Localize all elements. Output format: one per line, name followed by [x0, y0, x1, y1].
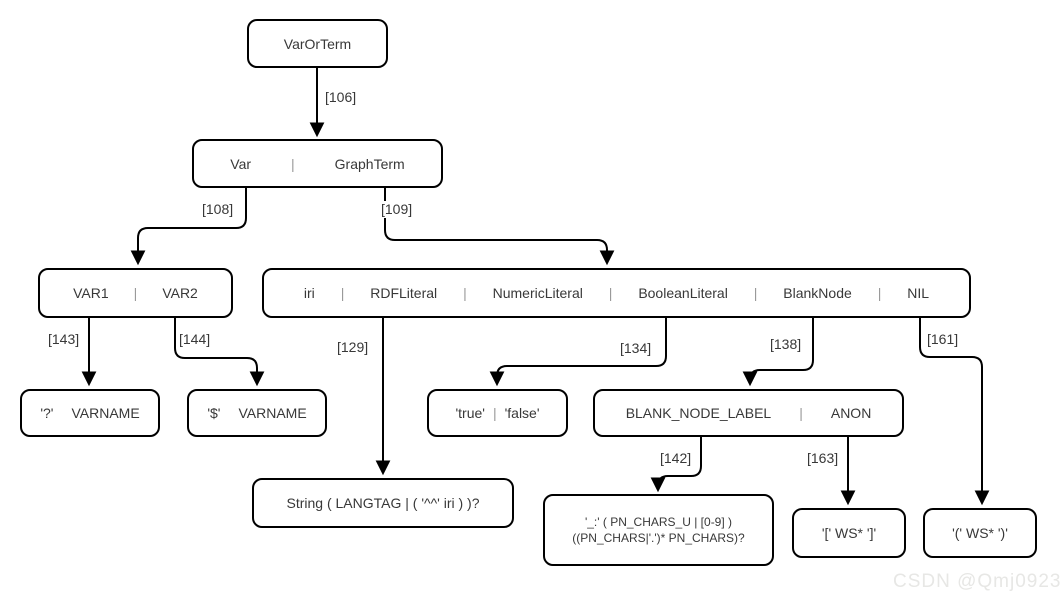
node-label-line2: ((PN_CHARS|'.')* PN_CHARS)?: [572, 531, 745, 545]
node-label: BooleanLiteral: [638, 285, 728, 301]
node-label: 'true': [455, 405, 485, 421]
node-dollar-varname: '$' VARNAME: [187, 389, 327, 437]
edge-144-arrow: [174, 318, 265, 387]
node-label: VarOrTerm: [283, 35, 352, 52]
edge-label-108: [108]: [200, 201, 236, 218]
node-var-or-term: VarOrTerm: [247, 19, 388, 68]
pipe-separator: |: [133, 285, 138, 301]
node-label: RDFLiteral: [370, 285, 438, 301]
node-label: VARNAME: [71, 405, 140, 421]
node-string-langtag: String ( LANGTAG | ( '^^' iri ) )?: [252, 478, 514, 528]
node-label: 'false': [504, 405, 540, 421]
node-label: BlankNode: [783, 285, 852, 301]
pipe-separator: |: [753, 285, 758, 301]
edge-label-161: [161]: [925, 331, 961, 348]
edge-label-106: [106]: [323, 89, 359, 106]
edge-label-134: [134]: [618, 340, 654, 357]
node-label-line1: '_:' ( PN_CHARS_U | [0-9] ): [584, 515, 733, 529]
node-ws-paren: '(' WS* ')': [923, 508, 1037, 558]
edge-108-arrow: [130, 188, 247, 266]
edge-label-109: [109]: [379, 201, 415, 218]
node-var1-var2: VAR1 | VAR2: [38, 268, 233, 318]
node-label: '?': [40, 405, 54, 421]
node-label: GraphTerm: [334, 155, 405, 172]
edge-label-144: [144]: [177, 331, 213, 348]
node-label: '[' WS* ']': [821, 525, 877, 541]
node-question-varname: '?' VARNAME: [20, 389, 160, 437]
node-label: ANON: [830, 405, 872, 421]
edge-label-142: [142]: [658, 450, 694, 467]
node-label: VARNAME: [238, 405, 307, 421]
node-var-graphterm: Var | GraphTerm: [192, 139, 443, 188]
pipe-separator: |: [291, 155, 295, 172]
edge-109-arrow: [384, 188, 615, 266]
node-label: NumericLiteral: [492, 285, 583, 301]
pipe-separator: |: [463, 285, 467, 301]
node-label: BLANK_NODE_LABEL: [625, 405, 772, 421]
node-blank-node-label-anon: BLANK_NODE_LABEL | ANON: [593, 389, 904, 437]
node-graphterm-alternatives: iri | RDFLiteral | NumericLiteral | Bool…: [262, 268, 971, 318]
pipe-separator: |: [799, 405, 803, 421]
pipe-separator: |: [492, 405, 497, 421]
csdn-watermark: CSDN @Qmj0923: [893, 571, 1062, 592]
edge-label-129: [129]: [335, 339, 371, 356]
node-label: VAR2: [162, 285, 198, 301]
node-label: '$': [207, 405, 221, 421]
node-ws-bracket: '[' WS* ']': [792, 508, 906, 558]
edge-label-143: [143]: [46, 331, 82, 348]
node-label: VAR1: [73, 285, 109, 301]
node-true-false: 'true' | 'false': [427, 389, 568, 437]
node-label: NIL: [907, 285, 930, 301]
node-label: String ( LANGTAG | ( '^^' iri ) )?: [286, 495, 480, 511]
pipe-separator: |: [877, 285, 882, 301]
node-blank-node-label-definition: '_:' ( PN_CHARS_U | [0-9] ) ((PN_CHARS|'…: [543, 494, 774, 566]
node-label: iri: [303, 285, 315, 301]
edge-label-138: [138]: [768, 336, 804, 353]
pipe-separator: |: [608, 285, 613, 301]
pipe-separator: |: [340, 285, 345, 301]
node-label: '(' WS* ')': [952, 525, 1008, 541]
node-label: Var: [230, 155, 252, 172]
edge-label-163: [163]: [805, 450, 841, 467]
